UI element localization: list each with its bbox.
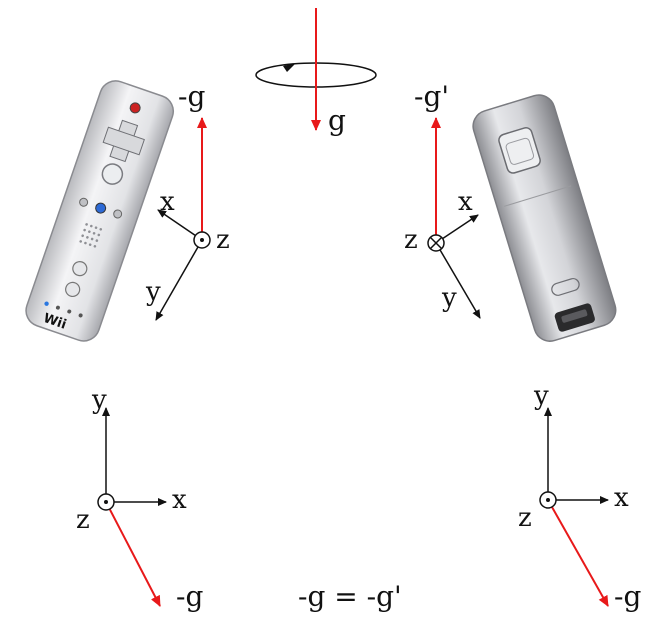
right-remote-axes xyxy=(427,117,481,319)
b-trigger-icon xyxy=(498,127,541,174)
two-button-icon xyxy=(65,281,81,298)
one-button-icon xyxy=(72,261,88,277)
dot-out-of-page-icon xyxy=(97,493,115,511)
left-frame-z-label: z xyxy=(76,505,90,535)
left-remote-axes xyxy=(155,117,211,321)
a-button-icon xyxy=(101,163,124,185)
cross-into-page-icon xyxy=(427,234,445,252)
left-frame-axes xyxy=(97,407,167,607)
left-frame-vector-label: -g xyxy=(176,580,203,613)
wii-logo-text: Wii xyxy=(41,311,68,333)
plus-button-icon xyxy=(113,209,123,219)
right-frame-y-label: y xyxy=(533,381,549,411)
wii-remote-front: Wii xyxy=(25,80,175,342)
dot-out-of-page-icon xyxy=(539,491,557,509)
left-remote-x-label: x xyxy=(160,187,175,217)
left-frame-y-label: y xyxy=(91,385,107,415)
right-remote-up-label: -g' xyxy=(414,80,449,113)
player-leds-icon xyxy=(44,301,83,318)
right-frame-vector-label: -g xyxy=(614,580,641,613)
speaker-grille-icon xyxy=(79,223,103,248)
equation-label: -g = -g' xyxy=(298,580,402,613)
power-button-icon xyxy=(129,102,141,114)
minus-button-icon xyxy=(79,197,89,207)
right-frame-z-label: z xyxy=(518,503,532,533)
right-frame-axes xyxy=(539,407,609,607)
right-remote-x-label: x xyxy=(458,187,473,217)
left-remote-z-label: z xyxy=(216,225,230,255)
gravity-label: g xyxy=(328,104,346,137)
right-frame-x-label: x xyxy=(614,483,629,513)
wii-remote-back xyxy=(472,94,617,342)
right-remote-y-label: y xyxy=(441,283,457,313)
right-remote-z-label: z xyxy=(404,225,418,255)
home-button-icon xyxy=(95,202,107,214)
dpad-icon xyxy=(102,119,145,163)
left-remote-up-label: -g xyxy=(178,80,205,113)
nintendo-logo-plate-icon xyxy=(551,278,580,296)
dot-out-of-page-icon xyxy=(193,231,211,249)
left-frame-x-label: x xyxy=(172,485,187,515)
left-remote-y-label: y xyxy=(145,277,161,307)
